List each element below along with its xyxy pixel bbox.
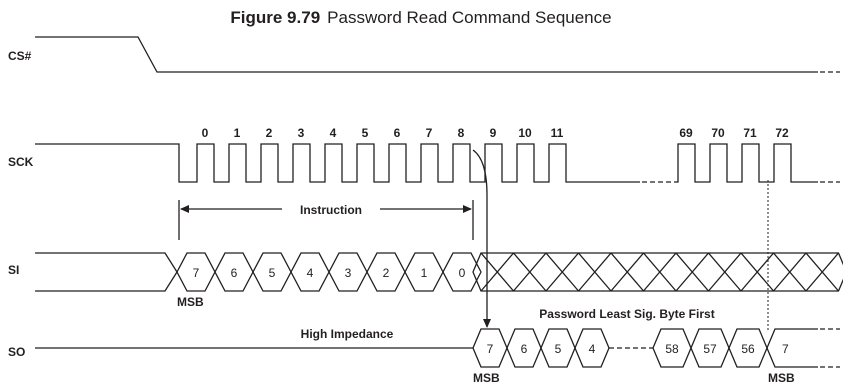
so-data-label: 7 [487, 342, 494, 356]
so-data-label: 56 [741, 342, 755, 356]
sck-to-so-arrow [472, 149, 491, 328]
si-dont-care-cross [480, 252, 514, 292]
so-data-label: 57 [703, 342, 717, 356]
si-dont-care-cross [740, 252, 774, 292]
si-dont-care-cross [643, 252, 677, 292]
so-data-label: 7 [782, 342, 789, 356]
si-bit-label: 4 [307, 266, 314, 280]
si-bit-label: 2 [383, 266, 390, 280]
clock-number-0: 0 [202, 126, 209, 140]
clock-number-69: 69 [679, 126, 693, 140]
figure-caption: Password Read Command Sequence [327, 8, 611, 27]
sck-waveform [35, 143, 840, 183]
si-bit-label: 5 [269, 266, 276, 280]
clock-number-3: 3 [298, 126, 305, 140]
signal-label-cs: CS# [8, 49, 32, 63]
signal-label-sck: SCK [8, 155, 34, 169]
clock-number-7: 7 [426, 126, 433, 140]
clock-number-71: 71 [743, 126, 757, 140]
clock-number-1: 1 [234, 126, 241, 140]
si-dont-care-cross [773, 252, 807, 292]
si-bit-cell [442, 252, 482, 292]
figure-number: Figure 9.79 [230, 8, 320, 27]
clock-number-2: 2 [266, 126, 273, 140]
si-waveform: 7 6 5 4 3 2 1 0 [35, 252, 843, 292]
clock-number-5: 5 [362, 126, 369, 140]
cs-waveform [35, 36, 840, 73]
sck-trace-part1 [35, 143, 640, 183]
figure-title: Figure 9.79 Password Read Command Sequenc… [230, 8, 611, 27]
so-tail-dashes [820, 328, 840, 368]
si-dont-care-cross [513, 252, 547, 292]
si-bit-label: 1 [421, 266, 428, 280]
clock-cycle-numbers: 0 1 2 3 4 5 6 7 8 9 10 11 69 70 71 72 [202, 126, 789, 140]
si-dont-care-cross [708, 252, 742, 292]
instruction-label: Instruction [300, 203, 362, 217]
so-last-cell-bottom [766, 347, 818, 368]
clock-number-10: 10 [518, 126, 532, 140]
clock-number-11: 11 [551, 126, 564, 140]
so-msb-label-last: MSB [768, 371, 795, 385]
si-dont-care-outline [472, 252, 843, 292]
clock-number-6: 6 [394, 126, 401, 140]
si-bit-label: 6 [231, 266, 238, 280]
so-data-label: 5 [555, 342, 562, 356]
si-dont-care-cross [610, 252, 644, 292]
si-bit-label: 0 [459, 266, 466, 280]
si-msb-label: MSB [177, 295, 204, 309]
clock-number-8: 8 [458, 126, 465, 140]
clock-number-9: 9 [490, 126, 497, 140]
si-idle-bottom [35, 271, 178, 292]
si-bit-label: 7 [193, 266, 200, 280]
so-data-label: 58 [665, 342, 679, 356]
so-last-cell-top [766, 328, 818, 349]
si-dont-care-cross [578, 252, 612, 292]
clock-number-72: 72 [775, 126, 789, 140]
si-idle-top [35, 252, 178, 273]
so-data-label: 6 [521, 342, 528, 356]
so-msb-label-first: MSB [473, 371, 500, 385]
si-bit-label: 3 [345, 266, 352, 280]
sck-trace-part2 [676, 143, 818, 183]
high-impedance-label: High Impedance [301, 327, 394, 341]
password-note-label: Password Least Sig. Byte First [539, 307, 714, 321]
si-dont-care-cross [805, 252, 839, 292]
so-waveform: 7 6 5 4 58 57 56 7 [35, 328, 840, 368]
signal-label-si: SI [8, 263, 19, 277]
signal-label-so: SO [8, 345, 25, 359]
si-dont-care-cross [675, 252, 709, 292]
clock-number-4: 4 [330, 126, 337, 140]
instruction-span: Instruction [178, 200, 474, 240]
so-data-label: 4 [589, 342, 596, 356]
si-dont-care-cross [545, 252, 579, 292]
clock-number-70: 70 [711, 126, 725, 140]
